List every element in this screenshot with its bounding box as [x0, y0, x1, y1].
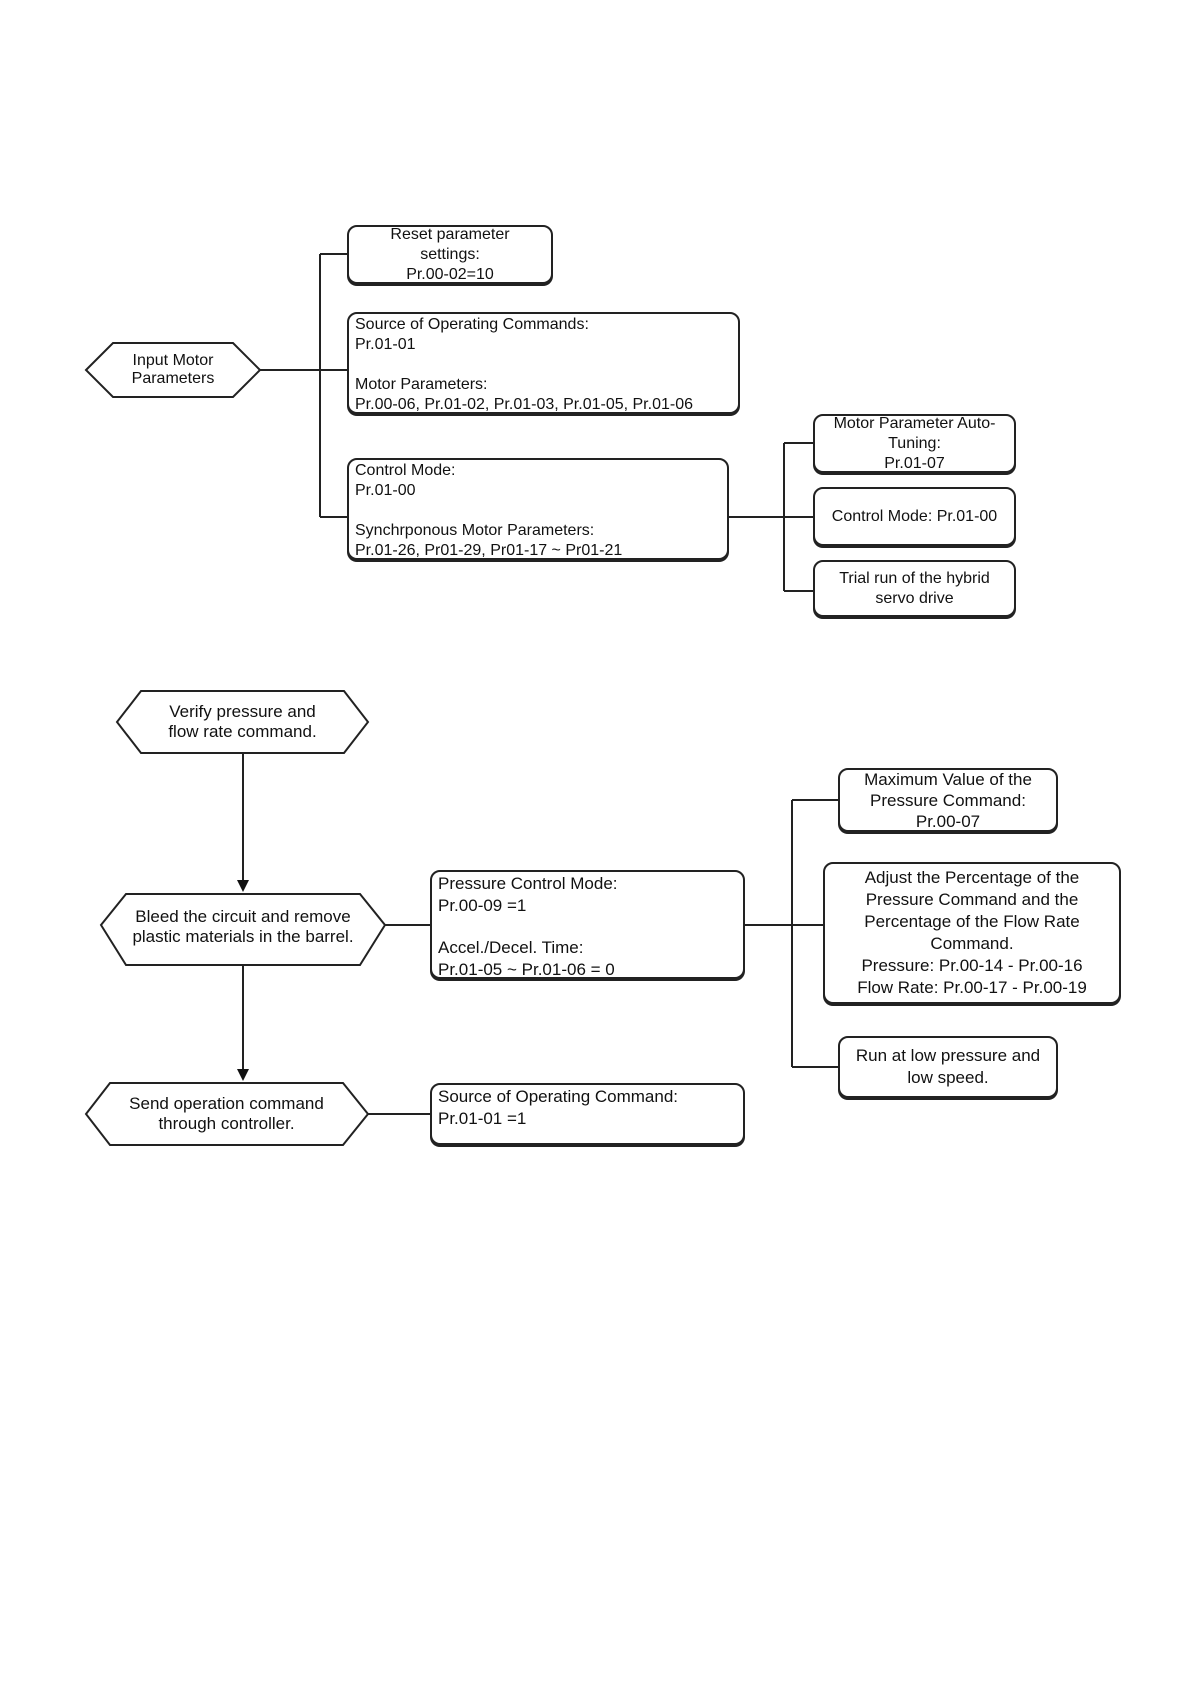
- pressure-line-2: Pr.00-09 =1: [438, 896, 527, 915]
- input-motor-label: Input Motor Parameters: [113, 350, 233, 390]
- sync-params-line-1: Synchrponous Motor Parameters:: [355, 522, 595, 539]
- maxvalue-line-1: Maximum Value of the: [864, 769, 1032, 789]
- maxvalue-line-3: Pr.00-07: [915, 811, 981, 831]
- input-motor-line-2: Parameters: [131, 370, 215, 387]
- control-mode-box: Control Mode: Pr.01-00 Synchrponous Moto…: [347, 458, 729, 560]
- control-line-1: Control Mode:: [355, 462, 456, 479]
- accel-line-1: Accel./Decel. Time:: [438, 938, 584, 957]
- adjust-percentage-box: Adjust the Percentage of the Pressure Co…: [823, 862, 1121, 1004]
- control-line-2: Pr.01-00: [355, 482, 416, 499]
- reset-line-2: settings:: [420, 245, 480, 263]
- trial-run-box: Trial run of the hybrid servo drive: [813, 560, 1016, 617]
- maxvalue-line-2: Pressure Command:: [870, 790, 1026, 810]
- adjust-line-1: Adjust the Percentage of the: [864, 868, 1080, 887]
- verify-label: Verify pressure and flow rate command.: [141, 700, 344, 744]
- bleed-label: Bleed the circuit and remove plastic mat…: [116, 903, 370, 951]
- verify-line-1: Verify pressure and: [169, 702, 316, 721]
- lowpressure-line-2: low speed.: [907, 1068, 989, 1087]
- bleed-line-1: Bleed the circuit and remove: [135, 907, 351, 926]
- auto-tuning-box: Motor Parameter Auto- Tuning: Pr.01-07: [813, 414, 1016, 473]
- bleed-line-2: plastic materials in the barrel.: [132, 927, 354, 946]
- autotune-line-1: Motor Parameter Auto-: [833, 414, 996, 432]
- reset-line-1: Reset parameter: [390, 225, 510, 243]
- trialrun-line-2: servo drive: [875, 589, 954, 607]
- max-pressure-box: Maximum Value of the Pressure Command: P…: [838, 768, 1058, 832]
- verify-hexagon: [115, 690, 370, 754]
- low-pressure-box: Run at low pressure and low speed.: [838, 1036, 1058, 1098]
- accel-line-2: Pr.01-05 ~ Pr.01-06 = 0: [438, 960, 615, 979]
- send-line-1: Send operation command: [129, 1094, 324, 1113]
- send-line-2: through controller.: [158, 1114, 295, 1133]
- adjust-line-4: Command.: [930, 934, 1014, 953]
- source-line-1: Source of Operating Commands:: [355, 316, 589, 333]
- operating-command-box: Source of Operating Command: Pr.01-01 =1: [430, 1083, 745, 1145]
- controlmode-line-1: Control Mode: Pr.01-00: [831, 507, 998, 525]
- adjust-line-6: Flow Rate: Pr.00-17 - Pr.00-19: [857, 978, 1087, 997]
- send-label: Send operation command through controlle…: [110, 1092, 343, 1136]
- adjust-line-2: Pressure Command and the: [865, 890, 1079, 909]
- motor-params-line-2: Pr.00-06, Pr.01-02, Pr.01-03, Pr.01-05, …: [355, 396, 693, 413]
- opsource-line-1: Source of Operating Command:: [438, 1087, 679, 1106]
- control-mode-small-box: Control Mode: Pr.01-00: [813, 487, 1016, 546]
- lowpressure-line-1: Run at low pressure and: [855, 1046, 1041, 1065]
- autotune-line-3: Pr.01-07: [884, 454, 945, 472]
- trialrun-line-1: Trial run of the hybrid: [839, 569, 990, 587]
- adjust-line-5: Pressure: Pr.00-14 - Pr.00-16: [861, 956, 1083, 975]
- source-line-2: Pr.01-01: [355, 336, 416, 353]
- motor-params-line-1: Motor Parameters:: [355, 376, 488, 393]
- pressure-control-box: Pressure Control Mode: Pr.00-09 =1 Accel…: [430, 870, 745, 979]
- autotune-line-2: Tuning:: [888, 434, 941, 452]
- adjust-line-3: Percentage of the Flow Rate: [864, 912, 1080, 931]
- operating-commands-box: Source of Operating Commands: Pr.01-01 M…: [347, 312, 740, 414]
- reset-line-3: Pr.00-02=10: [406, 265, 494, 283]
- input-motor-line-1: Input Motor: [132, 352, 214, 369]
- reset-parameters-box: Reset parameter settings: Pr.00-02=10: [347, 225, 553, 284]
- verify-line-2: flow rate command.: [168, 722, 317, 741]
- opsource-line-2: Pr.01-01 =1: [438, 1109, 527, 1128]
- pressure-line-1: Pressure Control Mode:: [438, 874, 618, 893]
- sync-params-line-2: Pr.01-26, Pr01-29, Pr01-17 ~ Pr01-21: [355, 542, 623, 559]
